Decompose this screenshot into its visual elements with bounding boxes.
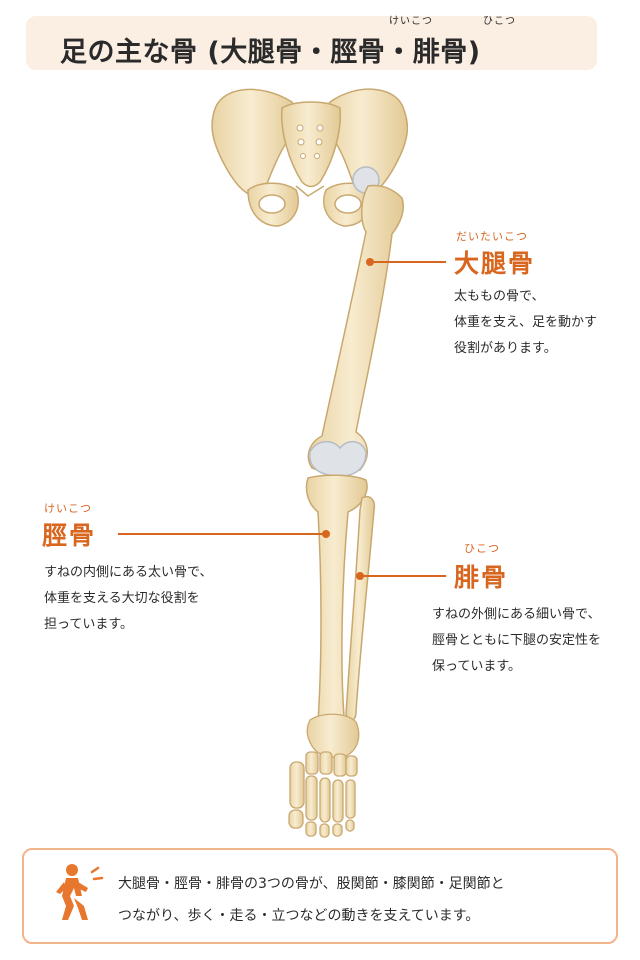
knee-cartilage <box>309 440 367 477</box>
summary-line: つながり、歩く・走る・立つなどの動きを支えています。 <box>118 908 480 924</box>
tibia-description-line: 担っています。 <box>44 617 134 632</box>
summary-text: 大腿骨・脛骨・腓骨の3つの骨が、股関節・膝関節・足関節と つながり、歩く・走る・… <box>118 868 505 932</box>
femur-ruby: だいたいこつ <box>456 230 528 243</box>
tibia-leader-dot <box>322 530 330 538</box>
tibia-ruby: けいこつ <box>44 502 92 515</box>
sacrum-foramina <box>296 124 324 159</box>
summary-line: 大腿骨・脛骨・腓骨の3つの骨が、股関節・膝関節・足関節と <box>118 876 505 892</box>
fibula-description-line: すねの外側にある細い骨で、 <box>432 607 601 622</box>
leader-lines <box>118 258 446 580</box>
foot-bones <box>288 713 360 838</box>
tibia-description-line: すねの内側にある太い骨で、 <box>44 565 213 580</box>
femur-leader-dot <box>366 258 374 266</box>
walking-person-icon <box>56 864 104 920</box>
tibia-description: すねの内側にある太い骨で、 体重を支える大切な役割を 担っています。 <box>44 560 212 638</box>
fibula-description-line: 脛骨とともに下腿の安定性を <box>432 633 602 648</box>
summary-box <box>22 848 618 944</box>
femur-bone <box>307 184 404 474</box>
fibula-description-line: 保っています。 <box>432 659 522 674</box>
title-ruby-fibula: ひこつ <box>483 16 516 27</box>
femur-description-line: 体重を支え、足を動かす <box>454 315 598 330</box>
femur-description-line: 役割があります。 <box>454 341 557 356</box>
femur-description-line: 太ももの骨で、 <box>454 289 545 304</box>
femur-description: 太ももの骨で、 体重を支え、足を動かす 役割があります。 <box>454 284 597 362</box>
femur-label: 大腿骨 <box>454 249 536 278</box>
page-title: 足の主な骨 (大腿骨・脛骨・腓骨) <box>60 37 481 68</box>
fibula-bone <box>345 496 376 722</box>
title-banner <box>26 16 597 70</box>
fibula-description: すねの外側にある細い骨で、 脛骨とともに下腿の安定性を 保っています。 <box>432 602 601 680</box>
fibula-ruby: ひこつ <box>464 542 500 555</box>
tibia-description-line: 体重を支える大切な役割を <box>44 591 200 606</box>
fibula-label: 腓骨 <box>454 563 509 592</box>
tibia-label: 脛骨 <box>42 521 97 550</box>
fibula-leader-dot <box>356 572 364 580</box>
title-ruby-tibia: けいこつ <box>389 16 433 27</box>
